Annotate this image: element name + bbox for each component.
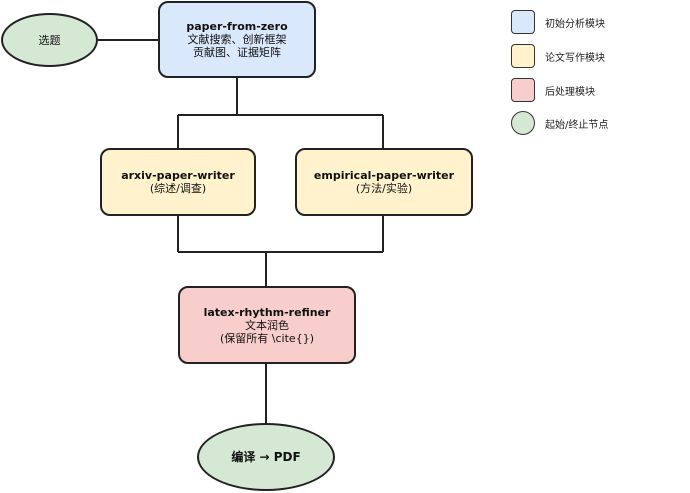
legend-item-writing: 论文写作模块	[511, 43, 605, 69]
paper-from-zero-desc-2: 贡献图、证据矩阵	[193, 46, 281, 59]
paper-from-zero-title: paper-from-zero	[186, 20, 288, 33]
legend-swatch-initial	[511, 10, 535, 34]
paper-from-zero-desc-1: 文献搜索、创新框架	[187, 33, 287, 46]
legend-label-post: 后处理模块	[545, 86, 595, 98]
legend-item-post: 后处理模块	[511, 77, 595, 103]
compile-end-node: 编译 → PDF	[197, 423, 335, 491]
latex-rhythm-refiner-title: latex-rhythm-refiner	[203, 305, 331, 319]
legend-label-initial: 初始分析模块	[545, 18, 605, 30]
empirical-paper-writer-desc: (方法/实验)	[355, 182, 413, 195]
arxiv-paper-writer-node: arxiv-paper-writer (综述/调查)	[100, 148, 256, 216]
empirical-paper-writer-title: empirical-paper-writer	[313, 169, 455, 182]
topic-label: 选题	[38, 33, 61, 47]
arxiv-paper-writer-title: arxiv-paper-writer	[121, 169, 235, 182]
paper-from-zero-node: paper-from-zero 文献搜索、创新框架 贡献图、证据矩阵	[158, 1, 316, 78]
arxiv-paper-writer-desc: (综述/调查)	[149, 182, 207, 195]
legend-item-terminal: 起始/终止节点	[511, 110, 608, 136]
legend-label-terminal: 起始/终止节点	[545, 119, 609, 131]
legend-label-writing: 论文写作模块	[545, 52, 605, 64]
latex-rhythm-refiner-desc-1: 文本润色	[245, 318, 289, 332]
compile-label: 编译 → PDF	[231, 449, 301, 464]
empirical-paper-writer-node: empirical-paper-writer (方法/实验)	[295, 148, 473, 216]
legend-swatch-post	[511, 78, 535, 102]
topic-start-node: 选题	[1, 13, 98, 67]
legend-swatch-writing	[511, 44, 535, 68]
legend-swatch-terminal	[511, 111, 535, 135]
latex-rhythm-refiner-desc-2: (保留所有 \cite{})	[220, 331, 314, 345]
legend-item-initial: 初始分析模块	[511, 9, 605, 35]
latex-rhythm-refiner-node: latex-rhythm-refiner 文本润色 (保留所有 \cite{})	[178, 286, 356, 364]
